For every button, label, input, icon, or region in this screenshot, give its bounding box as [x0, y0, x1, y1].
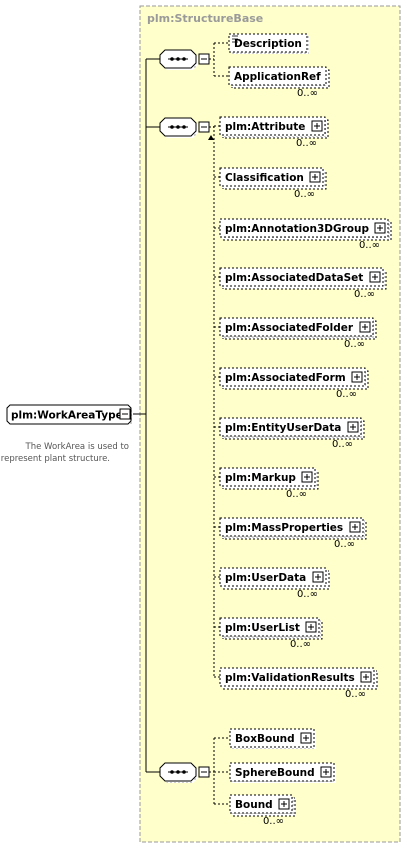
element-label: plm:MassProperties — [225, 522, 343, 534]
schema-element[interactable]: plm:UserData 0..∞ — [219, 567, 330, 600]
schema-element[interactable]: Bound 0..∞ — [229, 794, 296, 827]
sequence-dot — [170, 125, 174, 129]
schema-element[interactable]: Classification 0..∞ — [219, 167, 327, 200]
expand-icon[interactable] — [360, 671, 372, 683]
expand-icon[interactable] — [347, 421, 359, 433]
schema-element[interactable]: plm:Markup 0..∞ — [219, 467, 319, 500]
occurrence-label: 0..∞ — [294, 189, 315, 200]
expand-icon[interactable] — [359, 321, 371, 333]
schema-element[interactable]: plm:AssociatedDataSet 0..∞ — [219, 267, 387, 300]
sequence-dot — [170, 770, 174, 774]
expand-icon[interactable] — [300, 732, 312, 744]
expand-icon[interactable] — [312, 571, 324, 583]
sequence-connectors — [209, 125, 220, 678]
expand-icon[interactable] — [374, 222, 386, 234]
element-label: BoxBound — [235, 733, 295, 745]
collapse-icon[interactable] — [198, 121, 210, 133]
element-label: plm:AssociatedForm — [225, 372, 346, 384]
schema-element[interactable]: plm:AssociatedForm 0..∞ — [219, 367, 369, 400]
sequence-dot — [176, 125, 180, 129]
expand-icon[interactable] — [320, 766, 332, 778]
schema-element[interactable]: BoxBound — [229, 728, 316, 749]
element-label: ApplicationRef — [234, 71, 321, 83]
expand-icon[interactable] — [309, 171, 321, 183]
occurrence-label: 0..∞ — [290, 639, 311, 650]
element-label: plm:UserList — [225, 622, 300, 634]
occurrence-label: 0..∞ — [334, 539, 355, 550]
schema-element[interactable]: plm:MassProperties 0..∞ — [219, 517, 367, 550]
occurrence-label: 0..∞ — [297, 589, 318, 600]
element-label: plm:Markup — [225, 472, 296, 484]
schema-element[interactable]: SphereBound — [229, 762, 336, 783]
expand-icon[interactable] — [349, 521, 361, 533]
root-element[interactable]: plm:WorkAreaType — [6, 404, 133, 426]
schema-element[interactable]: plm:Annotation3DGroup 0..∞ — [219, 218, 392, 251]
schema-element[interactable]: plm:UserList 0..∞ — [219, 617, 323, 650]
sequence-dot — [182, 770, 186, 774]
sequence-compositor[interactable] — [159, 117, 210, 138]
schema-element[interactable]: Description — [228, 33, 309, 54]
schema-element[interactable]: plm:ValidationResults 0..∞ — [219, 667, 378, 700]
element-label: plm:UserData — [225, 572, 306, 584]
element-label: plm:Annotation3DGroup — [225, 223, 369, 235]
sequence-connectors — [209, 737, 230, 805]
occurrence-label: 0..∞ — [344, 339, 365, 350]
occurrence-label: 0..∞ — [296, 138, 317, 149]
occurrence-label: 0..∞ — [263, 816, 284, 827]
occurrence-label: 0..∞ — [345, 689, 366, 700]
element-label: plm:EntityUserData — [225, 422, 341, 434]
schema-element[interactable]: plm:Attribute 0..∞ — [219, 116, 329, 149]
element-label: plm:ValidationResults — [225, 672, 355, 684]
occurrence-label: 0..∞ — [359, 240, 380, 251]
expand-icon[interactable] — [351, 371, 363, 383]
occurrence-label: 0..∞ — [286, 489, 307, 500]
sequence-dot — [182, 125, 186, 129]
element-label: plm:AssociatedFolder — [225, 322, 354, 334]
element-label: Classification — [225, 172, 304, 184]
occurrence-label: 0..∞ — [336, 389, 357, 400]
arrow-marker — [208, 135, 214, 140]
sequence-dot — [176, 770, 180, 774]
sequence-dot — [170, 57, 174, 61]
root-connectors — [133, 58, 160, 773]
collapse-icon[interactable] — [198, 766, 210, 778]
group-title: plm:StructureBase — [147, 12, 263, 25]
root-documentation-line-1: The WorkArea is used to — [25, 442, 129, 452]
collapse-icon[interactable] — [198, 53, 210, 65]
occurrence-label: 0..∞ — [332, 439, 353, 450]
sequence-compositor[interactable] — [159, 762, 210, 783]
expand-icon[interactable] — [311, 120, 323, 132]
expand-icon[interactable] — [301, 471, 313, 483]
sequence-compositor[interactable] — [159, 49, 210, 70]
element-label: SphereBound — [235, 767, 315, 779]
root-element-label: plm:WorkAreaType — [11, 410, 123, 422]
element-label: Bound — [235, 799, 273, 811]
schema-element[interactable]: plm:AssociatedFolder 0..∞ — [219, 317, 377, 350]
expand-icon[interactable] — [369, 271, 381, 283]
schema-element[interactable]: plm:EntityUserData 0..∞ — [219, 417, 365, 450]
occurrence-label: 0..∞ — [297, 88, 318, 99]
schema-element[interactable]: ApplicationRef 0..∞ — [228, 66, 330, 99]
expand-icon[interactable] — [278, 798, 290, 810]
expand-icon[interactable] — [119, 408, 131, 420]
root-documentation-line-2: represent plant structure. — [1, 454, 110, 464]
sequence-dot — [176, 57, 180, 61]
sequence-dot — [182, 57, 186, 61]
element-label: plm:Attribute — [225, 121, 305, 133]
element-label: plm:AssociatedDataSet — [225, 272, 363, 284]
element-label: Description — [234, 38, 302, 50]
sequence-connectors — [209, 42, 229, 77]
occurrence-label: 0..∞ — [354, 289, 375, 300]
expand-icon[interactable] — [305, 621, 317, 633]
